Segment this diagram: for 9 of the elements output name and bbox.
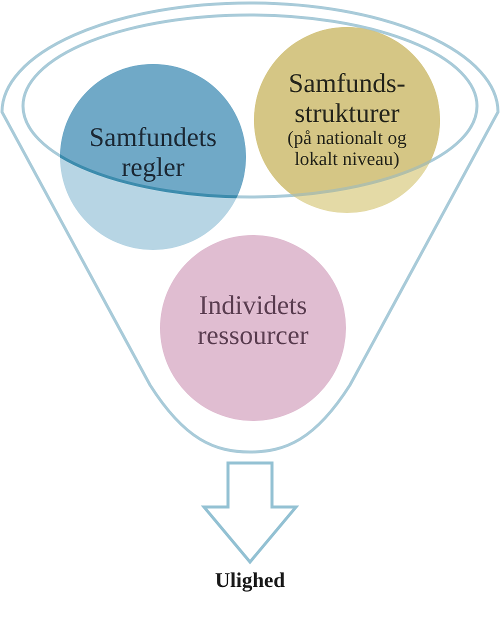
circle-label: Individets ressourcer [196, 291, 310, 351]
block-arrow [200, 462, 300, 564]
result-label: Ulighed [215, 568, 285, 592]
circle-label: Samfunds-strukturer [288, 69, 406, 129]
circle-label: Samfundets regler [88, 123, 218, 183]
circle-label: (på nationalt og lokalt niveau) [286, 128, 408, 171]
topic-circle [160, 235, 346, 421]
funnel [0, 0, 500, 455]
topic-circle [254, 27, 440, 213]
